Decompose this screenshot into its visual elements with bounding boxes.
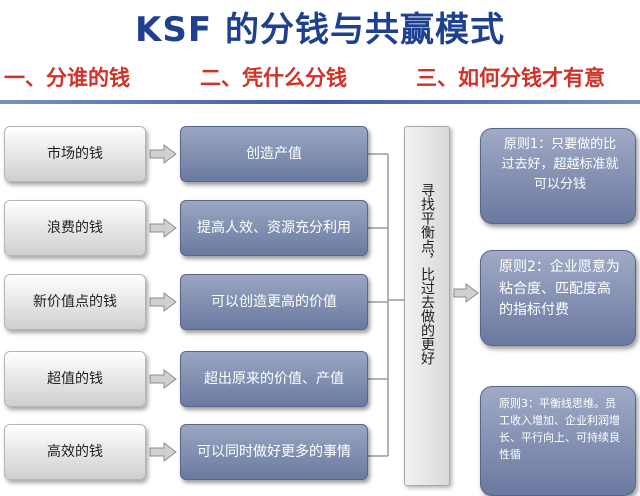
column-header-why: 二、凭什么分钱 bbox=[200, 66, 347, 90]
source-label: 高效的钱 bbox=[47, 443, 103, 460]
target-label: 创造产值 bbox=[246, 145, 302, 162]
principle-text: 原则3：平衡线思维。员工收入增加、企业利润增长、平行向上、可持续良性循 bbox=[499, 397, 620, 462]
column-header-who: 一、分谁的钱 bbox=[4, 66, 130, 90]
arrow-right-icon bbox=[149, 442, 177, 462]
balance-point-text: 寻找平衡点，比过去做的更好 bbox=[419, 183, 435, 365]
target-box-higher-value: 可以创造更高的价值 bbox=[180, 274, 368, 330]
source-box-surplus: 超值的钱 bbox=[4, 351, 146, 407]
source-label: 浪费的钱 bbox=[47, 219, 103, 236]
principle-box-3: 原则3：平衡线思维。员工收入增加、企业利润增长、平行向上、可持续良性循 bbox=[480, 386, 636, 496]
target-box-efficiency: 提高人效、资源充分利用 bbox=[180, 200, 368, 256]
arrow-right-icon bbox=[149, 218, 177, 238]
source-box-waste: 浪费的钱 bbox=[4, 200, 146, 256]
target-box-multitask: 可以同时做好更多的事情 bbox=[180, 424, 368, 480]
target-label: 提高人效、资源充分利用 bbox=[197, 219, 351, 236]
source-label: 市场的钱 bbox=[47, 145, 103, 162]
target-box-exceed: 超出原来的价值、产值 bbox=[180, 351, 368, 407]
arrow-right-icon bbox=[149, 292, 177, 312]
arrow-right-icon bbox=[149, 144, 177, 164]
principle-box-1: 原则1：只要做的比过去好，超越标准就可以分钱 bbox=[480, 128, 636, 224]
target-label: 可以创造更高的价值 bbox=[211, 293, 337, 310]
principle-text: 原则1：只要做的比过去好，超越标准就可以分钱 bbox=[501, 137, 619, 193]
arrow-right-icon bbox=[149, 369, 177, 389]
page-title: KSF 的分钱与共赢模式 bbox=[135, 10, 505, 50]
source-label: 新价值点的钱 bbox=[33, 293, 117, 310]
source-box-efficient: 高效的钱 bbox=[4, 424, 146, 480]
source-label: 超值的钱 bbox=[47, 370, 103, 387]
arrow-right-icon bbox=[453, 283, 479, 303]
header-divider bbox=[0, 100, 640, 104]
balance-point-bar: 寻找平衡点，比过去做的更好 bbox=[404, 126, 450, 486]
principle-text: 原则2：企业愿意为粘合度、匹配度高的指标付费 bbox=[499, 259, 620, 319]
column-header-how: 三、如何分钱才有意 bbox=[416, 66, 605, 90]
source-box-market: 市场的钱 bbox=[4, 126, 146, 182]
target-label: 超出原来的价值、产值 bbox=[204, 370, 344, 387]
target-label: 可以同时做好更多的事情 bbox=[197, 443, 351, 460]
principle-box-2: 原则2：企业愿意为粘合度、匹配度高的指标付费 bbox=[480, 250, 636, 346]
target-box-output: 创造产值 bbox=[180, 126, 368, 182]
source-box-new-value: 新价值点的钱 bbox=[4, 274, 146, 330]
